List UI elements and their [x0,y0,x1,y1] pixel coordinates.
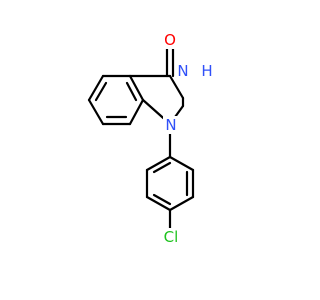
bond-inner-c8a-c4a [125,81,138,102]
atom-labels: O N H N Cl [160,31,215,246]
chlorine-label: Cl [164,228,179,246]
bond-cipso-co1 [145,155,172,172]
bond-co2-cipso [168,155,195,172]
bond-inner-c5-c6 [94,81,108,102]
molecule-structure: O N H N Cl [87,31,215,246]
bond-c8-c8a [128,98,145,126]
bond-c6-c7 [87,98,105,126]
bond-c8a-c4a [128,74,145,102]
oxygen-label: O [164,31,176,49]
bond-c4-n3 [168,74,185,100]
bond-inner-meta-left [152,193,172,206]
nh-hydrogen-label: H [201,62,212,80]
benzo-ring [87,74,145,126]
dihydroquinazolinone-ring [128,46,185,126]
n1-label-bg [163,116,179,134]
bond-cpara-cm2 [168,195,195,212]
bond-inner-ortho [152,161,172,174]
bond-c5-c6 [87,74,105,102]
oxygen-label-bg [161,31,179,49]
nh-nitrogen-label: N [177,62,188,80]
nh-label-bg [175,62,215,80]
chlorophenyl-ring [145,132,195,230]
n1-label: N [165,116,176,134]
chlorine-label-bg [160,228,182,246]
bond-cm1-cpara [145,195,172,212]
